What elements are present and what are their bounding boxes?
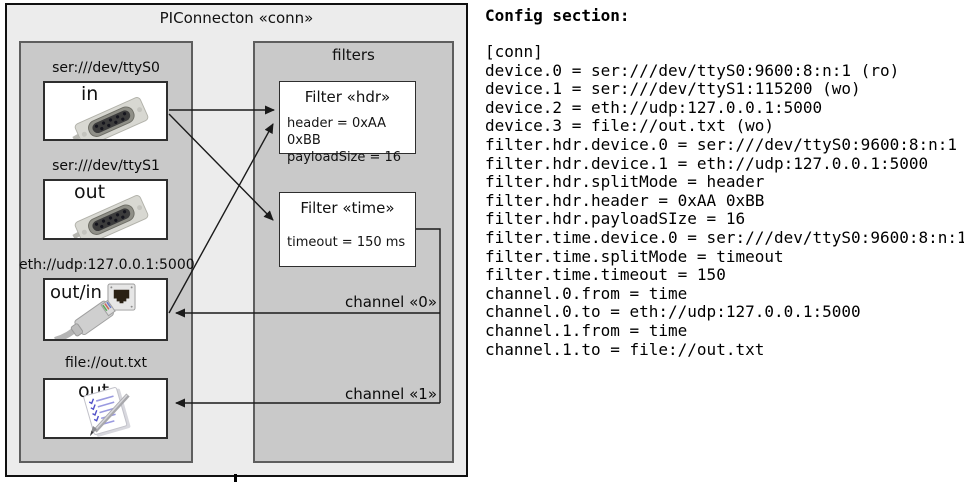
filters-panel-title: filters (332, 46, 375, 64)
device-caption-ttyS1: ser:///dev/ttyS1 (52, 158, 160, 174)
bottom-center-tick (234, 474, 237, 482)
device-caption-file: file://out.txt (64, 355, 148, 371)
filter-title: Filter «hdr» (304, 88, 391, 106)
device-box-eth: out/in (43, 278, 168, 341)
diagram-title: PIConnecton «conn» (159, 9, 314, 27)
filter-attribute: timeout = 150 ms (287, 235, 406, 250)
channel-0-label: channel «0» (344, 293, 437, 311)
device-box-ttyS1: out (43, 179, 168, 240)
notepad-icon (83, 387, 131, 437)
device-box-ttyS0: in (43, 81, 168, 141)
device-direction-label: out (74, 181, 106, 203)
serial-connector-icon (72, 97, 149, 139)
filter-attributes: header = 0xAA 0xBB payloadSize = 16 (287, 115, 415, 166)
device-direction-label: out/in (50, 282, 102, 303)
ethernet-port-icon (107, 283, 136, 311)
filter-attributes: timeout = 150 ms (287, 234, 415, 251)
channel-1-label: channel «1» (344, 385, 437, 403)
serial-connector-icon (72, 195, 149, 238)
config-heading: Config section: (485, 6, 630, 25)
config-section: Config section: [conn] device.0 = ser://… (485, 0, 964, 484)
device-direction-label: in (81, 83, 99, 105)
device-box-file: out (43, 378, 168, 439)
filter-box-hdr: Filter «hdr» header = 0xAA 0xBB payloadS… (279, 81, 416, 165)
ethernet-plug-icon (54, 299, 116, 339)
filter-box-time: Filter «time» timeout = 150 ms (279, 192, 416, 267)
device-caption-ttyS0: ser:///dev/ttyS0 (52, 60, 160, 76)
config-text: [conn] device.0 = ser:///dev/ttyS0:9600:… (485, 42, 964, 359)
filter-attribute: payloadSize = 16 (287, 150, 402, 165)
device-caption-eth: eth://udp:127.0.0.1:5000 (19, 257, 195, 273)
filter-attribute: header = 0xAA 0xBB (287, 116, 387, 148)
filter-title: Filter «time» (300, 199, 395, 217)
